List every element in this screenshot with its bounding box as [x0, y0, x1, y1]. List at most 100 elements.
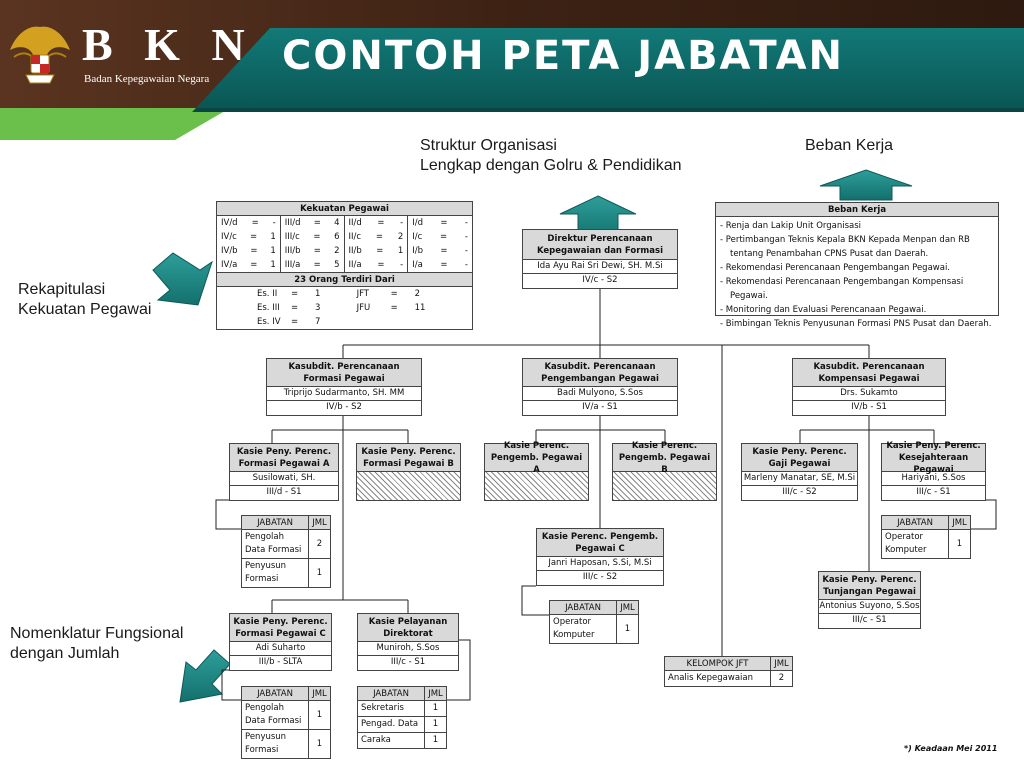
table-row: Caraka1	[358, 733, 447, 749]
golongan-label: III/d	[285, 216, 301, 230]
jabatan-name-cell: Penyusun Formasi	[242, 559, 309, 588]
box-kasie-pengemb-c[interactable]: Kasie Perenc. Pengemb. Pegawai C Janri H…	[536, 528, 664, 586]
jabatan-count-cell: 1	[309, 730, 331, 759]
box-title: Kasie Peny. Perenc. Tunjangan Pegawai	[819, 572, 920, 600]
golongan-count: 1	[270, 244, 275, 258]
box-kasie-formasi-b[interactable]: Kasie Peny. Perenc. Formasi Pegawai B	[356, 443, 461, 501]
box-title: Kasie Peny. Perenc. Kesejahteraan Pegawa…	[882, 444, 985, 472]
golongan-count: 1	[270, 230, 275, 244]
box-kasie-pengemb-a[interactable]: Kasie Perenc. Pengemb. Pegawai A	[484, 443, 589, 501]
box-kasie-tunjangan[interactable]: Kasie Peny. Perenc. Tunjangan Pegawai An…	[818, 571, 921, 629]
jabatan-b-eq	[391, 315, 415, 329]
box-kasie-gaji[interactable]: Kasie Peny. Perenc. Gaji Pegawai Marleny…	[741, 443, 858, 501]
box-title: Kasubdit. Perencanaan Kompensasi Pegawai	[793, 359, 945, 387]
box-kasie-pelayanan[interactable]: Kasie Pelayanan Direktorat Muniroh, S.So…	[357, 613, 459, 671]
golongan-count: -	[273, 216, 276, 230]
jabatan-b-label: JFU	[357, 301, 391, 315]
jabatan-table-formasi-a: JABATANJMLPengolah Data Formasi2Penyusun…	[241, 515, 331, 588]
golongan-label: II/c	[349, 230, 362, 244]
box-grade: IV/a - S1	[523, 401, 677, 415]
column-header-jml: JML	[309, 516, 331, 530]
box-kasie-formasi-a[interactable]: Kasie Peny. Perenc. Formasi Pegawai A Su…	[229, 443, 339, 501]
jabatan-name-cell: Operator Komputer	[882, 530, 949, 559]
beban-item: Bimbingan Teknis Penyusunan Formasi PNS …	[720, 317, 994, 331]
jabatan-name-cell: Sekretaris	[358, 701, 425, 717]
golongan-count: -	[465, 244, 468, 258]
beban-list: Renja dan Lakip Unit OrganisasiPertimban…	[716, 217, 998, 333]
golongan-eq: =	[376, 244, 383, 258]
golongan-count: 4	[334, 216, 339, 230]
jabatan-b-eq: =	[391, 287, 415, 301]
box-kasie-kesejahteraan[interactable]: Kasie Peny. Perenc. Kesejahteraan Pegawa…	[881, 443, 986, 501]
box-kasubdit-formasi[interactable]: Kasubdit. Perencanaan Formasi Pegawai Tr…	[266, 358, 422, 416]
eselon-row: Es. IV=7	[217, 315, 472, 329]
golongan-eq: =	[250, 258, 257, 272]
golongan-count: -	[465, 258, 468, 272]
kelompok-jft-table: KELOMPOK JFTJMLAnalis Kepegawaian2	[664, 656, 793, 687]
golongan-cell: II/a=-	[345, 258, 408, 272]
golongan-label: I/a	[412, 258, 423, 272]
beban-title: Beban Kerja	[716, 203, 998, 217]
box-name: Ida Ayu Rai Sri Dewi, SH. M.Si	[523, 260, 677, 274]
golongan-column: IV/d=-IV/c=1IV/b=1IV/a=1	[217, 216, 281, 272]
golongan-column: II/d=-II/c=2II/b=1II/a=-	[345, 216, 409, 272]
golongan-label: II/a	[349, 258, 362, 272]
box-direktur[interactable]: Direktur Perencanaan Kepegawaian dan For…	[522, 229, 678, 289]
golongan-eq: =	[440, 230, 447, 244]
golongan-eq: =	[376, 230, 383, 244]
jabatan-name-cell: Pengolah Data Formasi	[242, 701, 309, 730]
golongan-cell: III/b=2	[281, 244, 344, 258]
jabatan-b-label: JFT	[357, 287, 391, 301]
golongan-cell: II/c=2	[345, 230, 408, 244]
golongan-label: IV/c	[221, 230, 237, 244]
beban-item: Rekomendasi Perencanaan Pengembangan Peg…	[720, 261, 994, 275]
golongan-label: IV/d	[221, 216, 238, 230]
column-header-jml: JML	[771, 657, 793, 671]
golongan-column: I/d=-I/c=-I/b=-I/a=-	[408, 216, 472, 272]
box-kasie-formasi-c[interactable]: Kasie Peny. Perenc. Formasi Pegawai C Ad…	[229, 613, 332, 671]
beban-item: Rekomendasi Perencanaan Pengembangan Kom…	[720, 275, 994, 303]
jabatan-count-cell: 1	[425, 733, 447, 749]
box-kasie-pengemb-b[interactable]: Kasie Perenc. Pengemb. Pegawai B	[612, 443, 717, 501]
eselon-a-val: 3	[315, 301, 320, 315]
golongan-label: III/c	[285, 230, 300, 244]
jabatan-count-cell: 1	[425, 717, 447, 733]
box-kasubdit-kompensasi[interactable]: Kasubdit. Perencanaan Kompensasi Pegawai…	[792, 358, 946, 416]
golongan-label: IV/a	[221, 258, 237, 272]
box-title: Kasie Perenc. Pengemb. Pegawai A	[485, 444, 588, 472]
eselon-a-label: Es. II	[257, 287, 291, 301]
jabatan-count-cell: 1	[309, 559, 331, 588]
beban-item: Monitoring dan Evaluasi Perencanaan Pega…	[720, 303, 994, 317]
golongan-count: -	[400, 216, 403, 230]
jabatan-name-cell: Analis Kepegawaian	[665, 671, 771, 687]
jabatan-name-cell: Pengolah Data Formasi	[242, 530, 309, 559]
golongan-cell: IV/c=1	[217, 230, 280, 244]
golongan-eq: =	[250, 244, 257, 258]
box-title: Kasie Peny. Perenc. Formasi Pegawai B	[357, 444, 460, 472]
jabatan-count-cell: 1	[309, 701, 331, 730]
golongan-cell: I/d=-	[408, 216, 472, 230]
golongan-count: 1	[270, 258, 275, 272]
beban-item: Pertimbangan Teknis Kepala BKN Kepada Me…	[720, 233, 994, 261]
golongan-label: II/d	[349, 216, 362, 230]
eselon-a-eq: =	[291, 301, 315, 315]
box-title: Kasubdit. Perencanaan Formasi Pegawai	[267, 359, 421, 387]
golongan-count: 6	[334, 230, 339, 244]
box-grade: IV/b - S1	[793, 401, 945, 415]
box-grade: III/d - S1	[230, 486, 338, 500]
jabatan-count-cell: 1	[425, 701, 447, 717]
box-title: Kasubdit. Perencanaan Pengembangan Pegaw…	[523, 359, 677, 387]
eselon-a-eq: =	[291, 287, 315, 301]
box-kasubdit-pengembangan[interactable]: Kasubdit. Perencanaan Pengembangan Pegaw…	[522, 358, 678, 416]
jabatan-b-val: 2	[415, 287, 420, 301]
eselon-a-eq: =	[291, 315, 315, 329]
golongan-cell: III/d=4	[281, 216, 344, 230]
column-header-jml: JML	[425, 687, 447, 701]
